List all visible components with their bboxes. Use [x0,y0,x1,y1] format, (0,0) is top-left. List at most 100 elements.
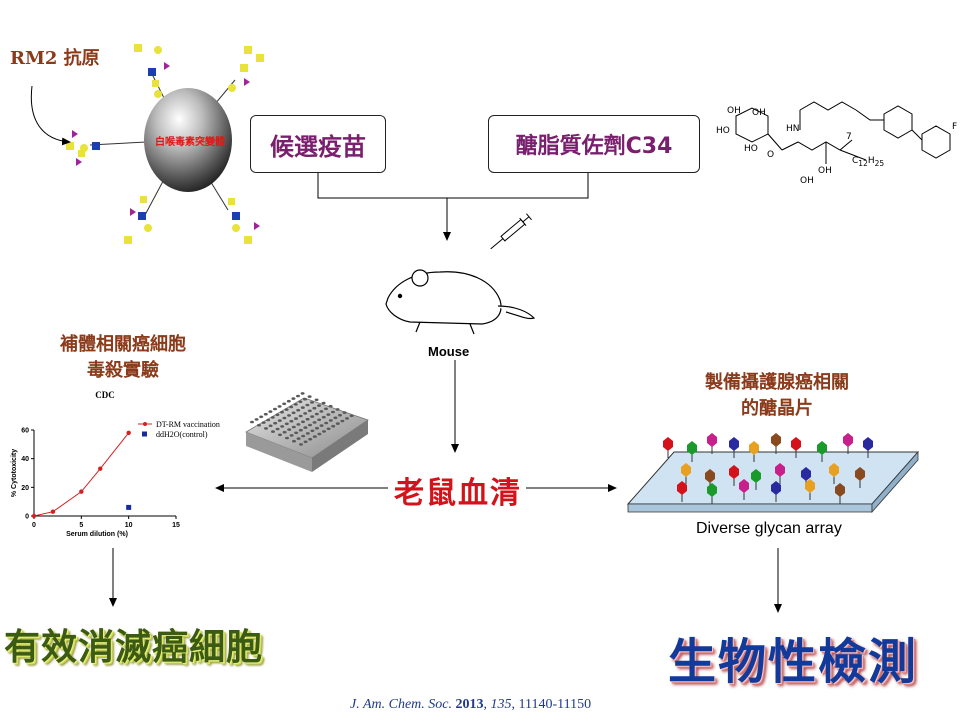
chart-title: CDC [95,390,115,400]
glycan-array-spots [663,433,873,504]
serum-label: 老鼠血清 [390,468,526,512]
well [328,419,333,422]
well [263,412,268,416]
well [314,412,319,416]
mol-oh-1: OH [727,106,741,116]
array-glycan [855,467,865,481]
well [335,408,340,411]
y-tick-label: 60 [21,428,29,435]
well [289,405,294,409]
glycan-array-slide [626,450,920,514]
well [319,410,324,413]
y-axis-label: % Cytotoxicity [11,449,18,497]
well [324,407,328,411]
well [321,415,326,419]
glycan-heading: 製備攝護腺癌相關 的醣晶片 [672,370,882,422]
series-line [33,432,130,517]
control-point [126,504,132,510]
x-tick-label: 0 [32,522,36,529]
adjuvant-box: 醣脂質佐劑C34 [488,115,700,173]
array-glycan [729,465,739,479]
x-tick-label: 5 [79,522,83,529]
well [250,420,254,424]
well [282,402,287,406]
well [317,432,322,436]
well [294,417,298,420]
dt-rm-point [79,489,84,494]
glycan-heading-line1: 製備攝護腺癌相關 [705,372,849,393]
glycan-residues [66,44,264,244]
array-glycan [687,441,697,455]
adjuvant-molecule-structure [735,101,951,164]
array-glycan [751,469,761,483]
well [285,436,289,440]
well [280,425,285,428]
well [287,428,292,431]
carrier-protein-sphere [144,88,232,192]
mol-oh-4: OH [800,176,814,186]
array-glycan [707,483,717,497]
well [299,443,303,446]
mouse-label: Mouse [428,344,470,359]
array-glycan [729,437,739,451]
well [305,432,310,435]
well [264,427,268,430]
array-glycan [663,437,673,451]
well [277,405,282,408]
well [293,403,298,406]
well [298,428,303,432]
array-glycan [677,481,687,495]
mol-oh-3: OH [818,166,832,176]
result-left: 有效消滅癌細胞 [4,626,264,668]
well [257,423,261,427]
well [284,408,289,411]
glycan-array-label: Diverse glycan array [696,520,842,537]
well [282,430,287,434]
array-glycan [705,469,715,483]
array-glycan [771,433,781,447]
well [273,407,277,411]
citation-pages: 11140-11150 [518,697,592,712]
x-axis-label: Serum dilution (%) [66,531,128,538]
dt-rm-point [126,430,131,436]
mol-ho-1: HO [716,126,730,136]
well [282,416,287,420]
array-glycan [835,483,845,497]
citation-volume: 135 [490,697,512,712]
well [319,424,324,427]
result-right: 生物性檢測 [668,634,919,690]
well [292,439,296,443]
array-glycan [775,463,785,477]
well [333,416,338,420]
citation-year: 2013 [455,697,484,712]
glycan-heading-line2: 的醣晶片 [741,398,813,419]
well [296,408,301,412]
well [312,406,317,410]
carrier-label: 白喉毒素突變體 [155,137,225,148]
well [314,398,319,402]
well [291,425,296,429]
well [322,430,326,433]
well [310,401,314,404]
well [338,413,342,417]
well [298,414,303,418]
well [326,427,331,431]
mol-o: O [767,150,775,160]
mol-alkyl: C12H25 [852,156,885,168]
well [326,413,331,416]
citation: J. Am. Chem. Soc. 2013, 135, 11140-11150 [350,697,592,712]
well [303,397,307,401]
well [300,406,305,409]
well [284,422,289,426]
array-glycan [829,463,839,477]
mol-ho-2: HO [744,144,758,154]
cdc-heading: 補體相關癌細胞 毒殺實驗 [28,332,218,384]
well [307,395,312,398]
well [286,399,291,403]
well [307,409,312,413]
well [259,415,264,419]
legend-label: ddH2O(control) [156,430,208,439]
syringe-icon [490,213,532,250]
